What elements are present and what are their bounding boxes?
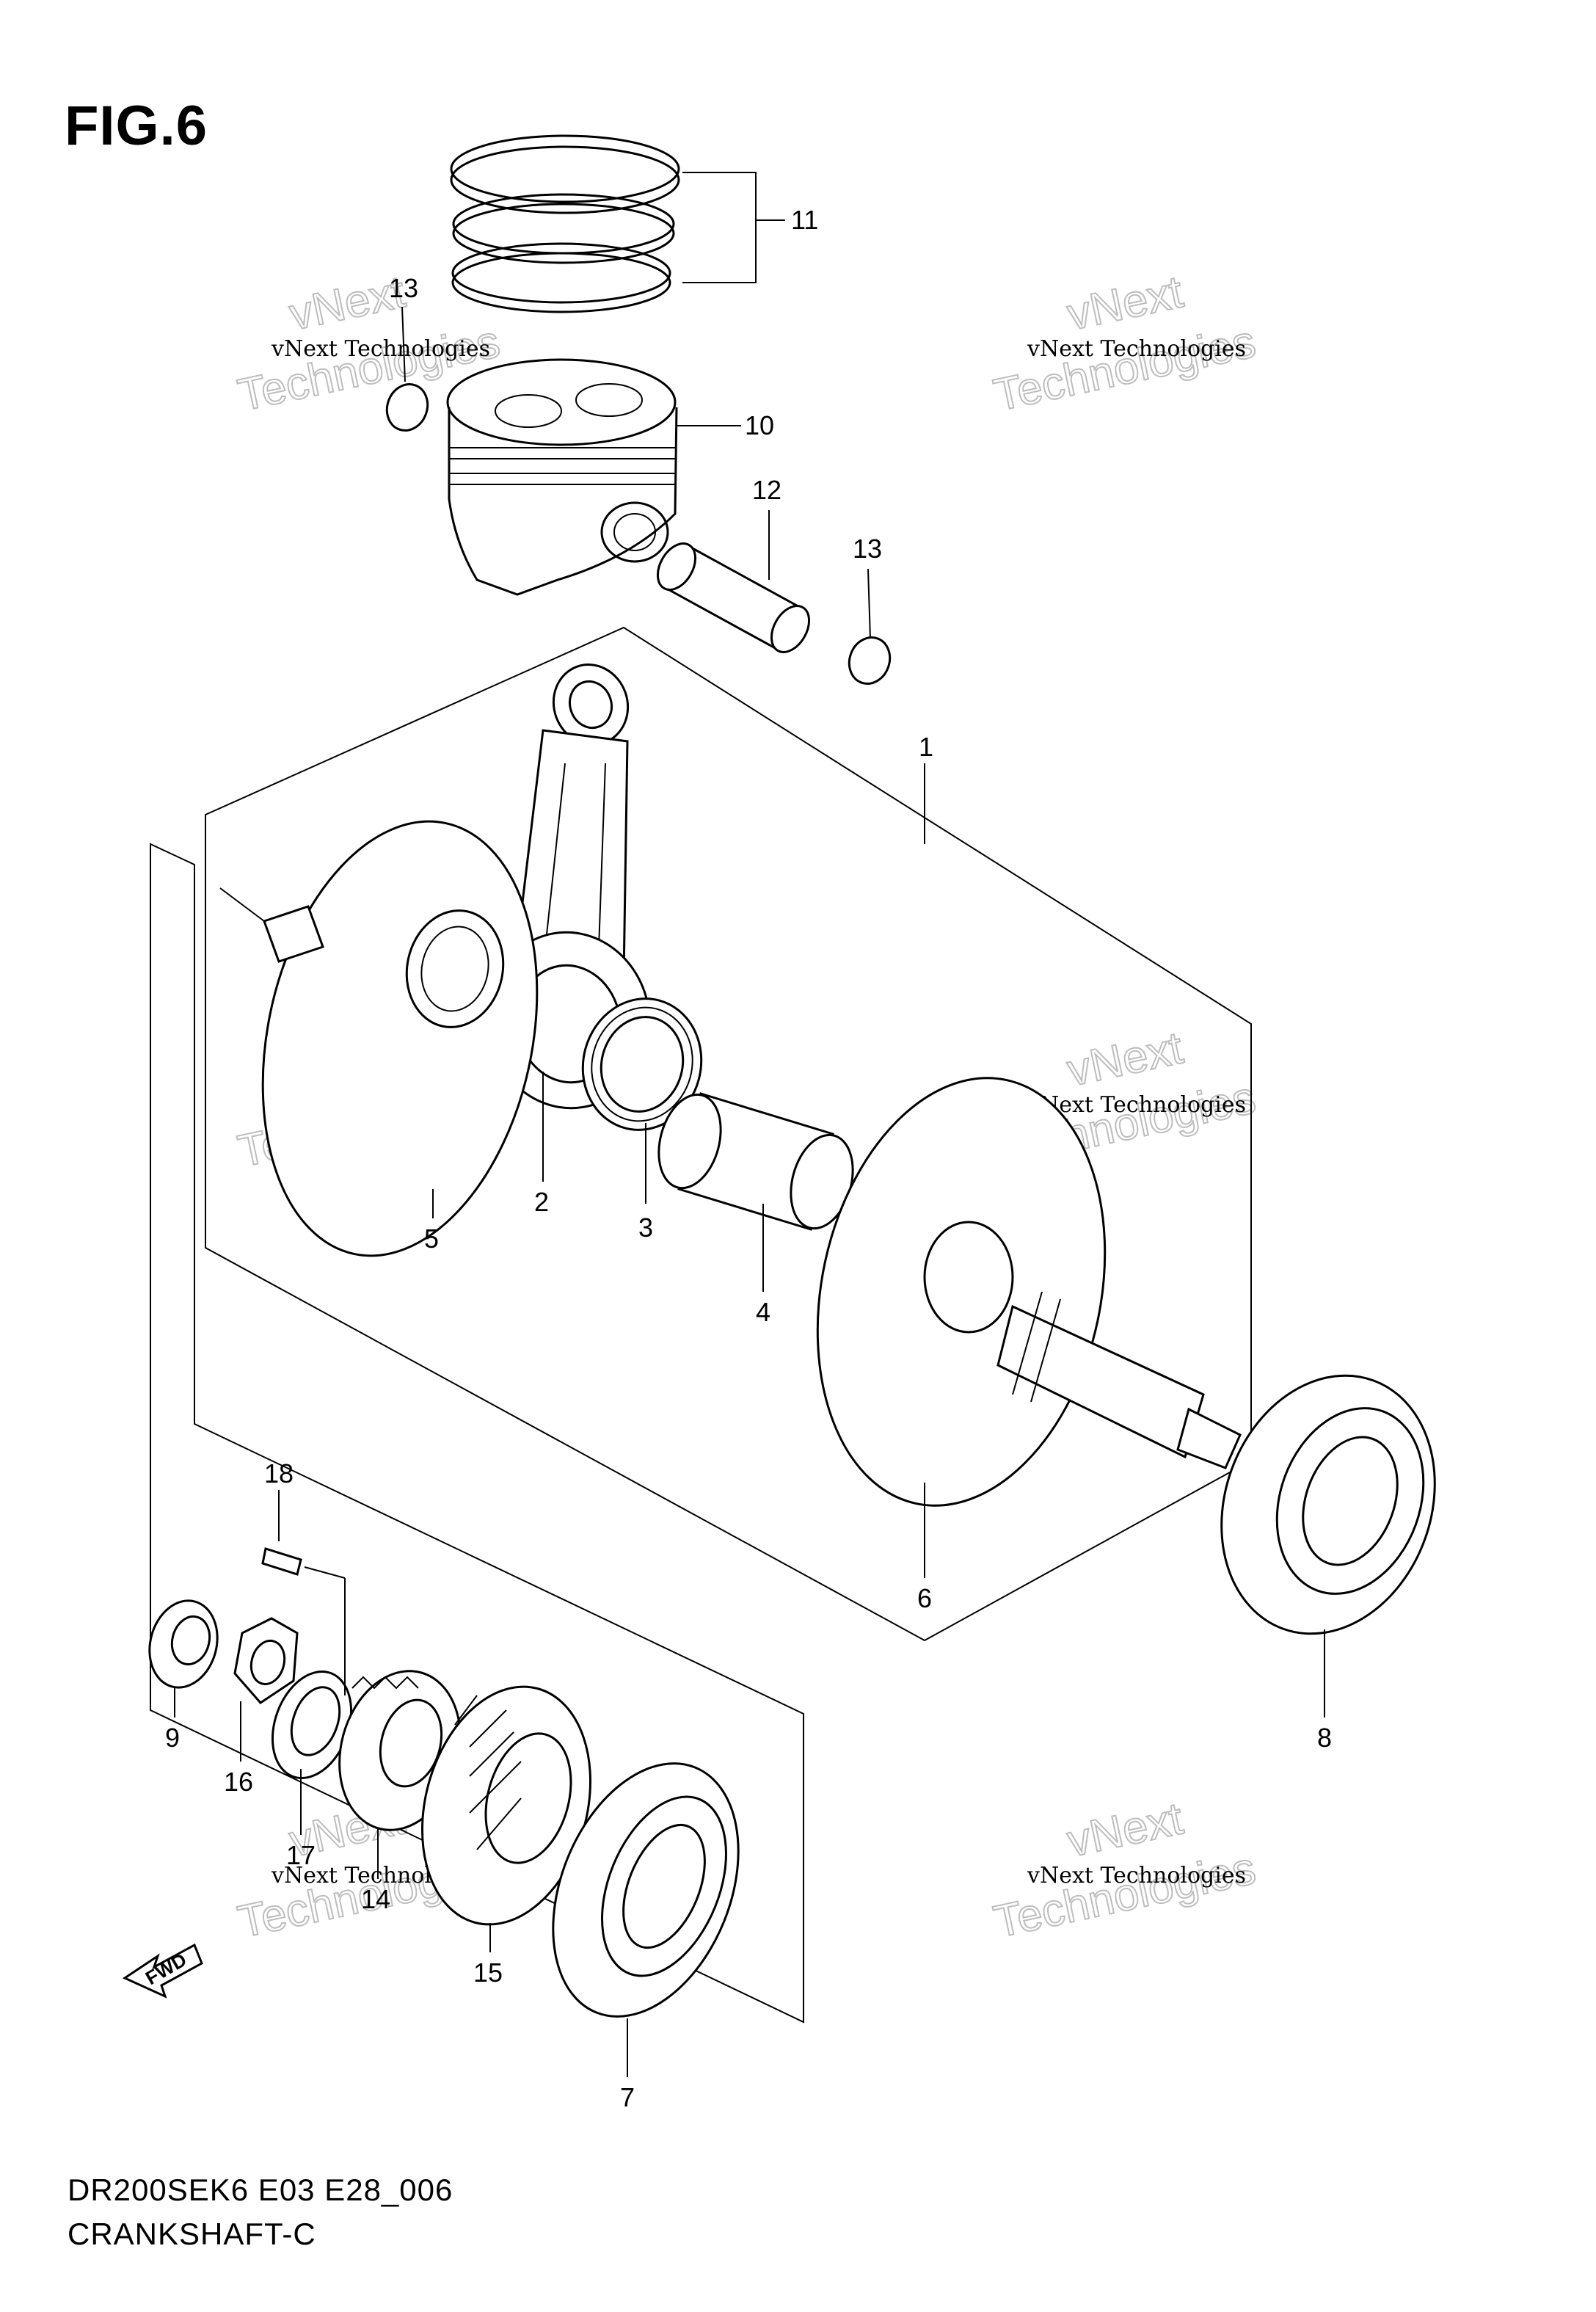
right-crank-web <box>816 1077 1242 1507</box>
svg-text:vNext Technologies: vNext Technologies <box>271 336 490 362</box>
left-crank-web <box>219 820 539 1257</box>
woodruff-key <box>261 1547 346 1695</box>
piston-pin <box>656 542 811 653</box>
section-name: CRANKSHAFT-C <box>68 2217 316 2251</box>
callout-4: 4 <box>756 1297 770 1327</box>
watermark-top-right: Technologies vNext vNext Technologies <box>989 266 1261 421</box>
callout-8: 8 <box>1317 1723 1332 1753</box>
main-bearing-left <box>552 1762 740 2018</box>
svg-text:vNext Technologies: vNext Technologies <box>1027 336 1246 362</box>
circlip-left <box>385 383 429 432</box>
piston <box>446 358 678 596</box>
callout-6: 6 <box>917 1583 932 1613</box>
svg-text:vNext Technologies: vNext Technologies <box>1027 1092 1246 1118</box>
figure-title: FIG.6 <box>65 95 208 157</box>
callout-15: 15 <box>473 1957 503 1988</box>
piston-ring-set <box>450 134 680 313</box>
crankshaft-nut <box>233 1617 299 1704</box>
callout-2: 2 <box>534 1187 549 1217</box>
model-code: DR200SEK6 E03 E28_006 <box>68 2173 453 2207</box>
main-bearing-right <box>1220 1374 1436 1635</box>
oil-seal <box>148 1599 219 1689</box>
leader-lines <box>174 172 1325 2077</box>
outer-group-box <box>150 843 804 2024</box>
callout-7: 7 <box>620 2082 635 2112</box>
callout-13-right: 13 <box>853 534 882 564</box>
fwd-arrow-icon: FWD <box>122 1943 203 1999</box>
callout-3: 3 <box>638 1213 653 1243</box>
svg-text:vNext: vNext <box>1063 1022 1187 1096</box>
callout-10: 10 <box>745 410 774 440</box>
callout-9: 9 <box>165 1723 180 1753</box>
callout-16: 16 <box>224 1767 253 1797</box>
callout-18: 18 <box>264 1458 294 1488</box>
crank-pin <box>657 1092 854 1231</box>
svg-text:Technologies: Technologies <box>990 316 1260 421</box>
callout-12: 12 <box>752 475 781 505</box>
callout-14: 14 <box>361 1884 390 1914</box>
callout-17: 17 <box>286 1840 316 1870</box>
callout-13-left: 13 <box>389 273 418 303</box>
svg-text:vNext Technologies: vNext Technologies <box>1027 1863 1246 1889</box>
svg-text:vNext: vNext <box>1063 1793 1187 1866</box>
watermark-bottom-right: Technologies vNext vNext Technologies <box>989 1792 1261 1948</box>
svg-text:vNext: vNext <box>1063 266 1187 340</box>
callout-5: 5 <box>424 1224 439 1254</box>
crank-needle-bearing <box>581 997 703 1131</box>
callout-1: 1 <box>919 732 933 762</box>
callout-11: 11 <box>791 205 818 235</box>
svg-text:Technologies: Technologies <box>990 1843 1260 1948</box>
circlip-right <box>848 636 892 685</box>
callout-labels: 1 2 3 4 5 6 7 8 9 10 11 12 13 13 14 15 1… <box>165 205 1332 2112</box>
